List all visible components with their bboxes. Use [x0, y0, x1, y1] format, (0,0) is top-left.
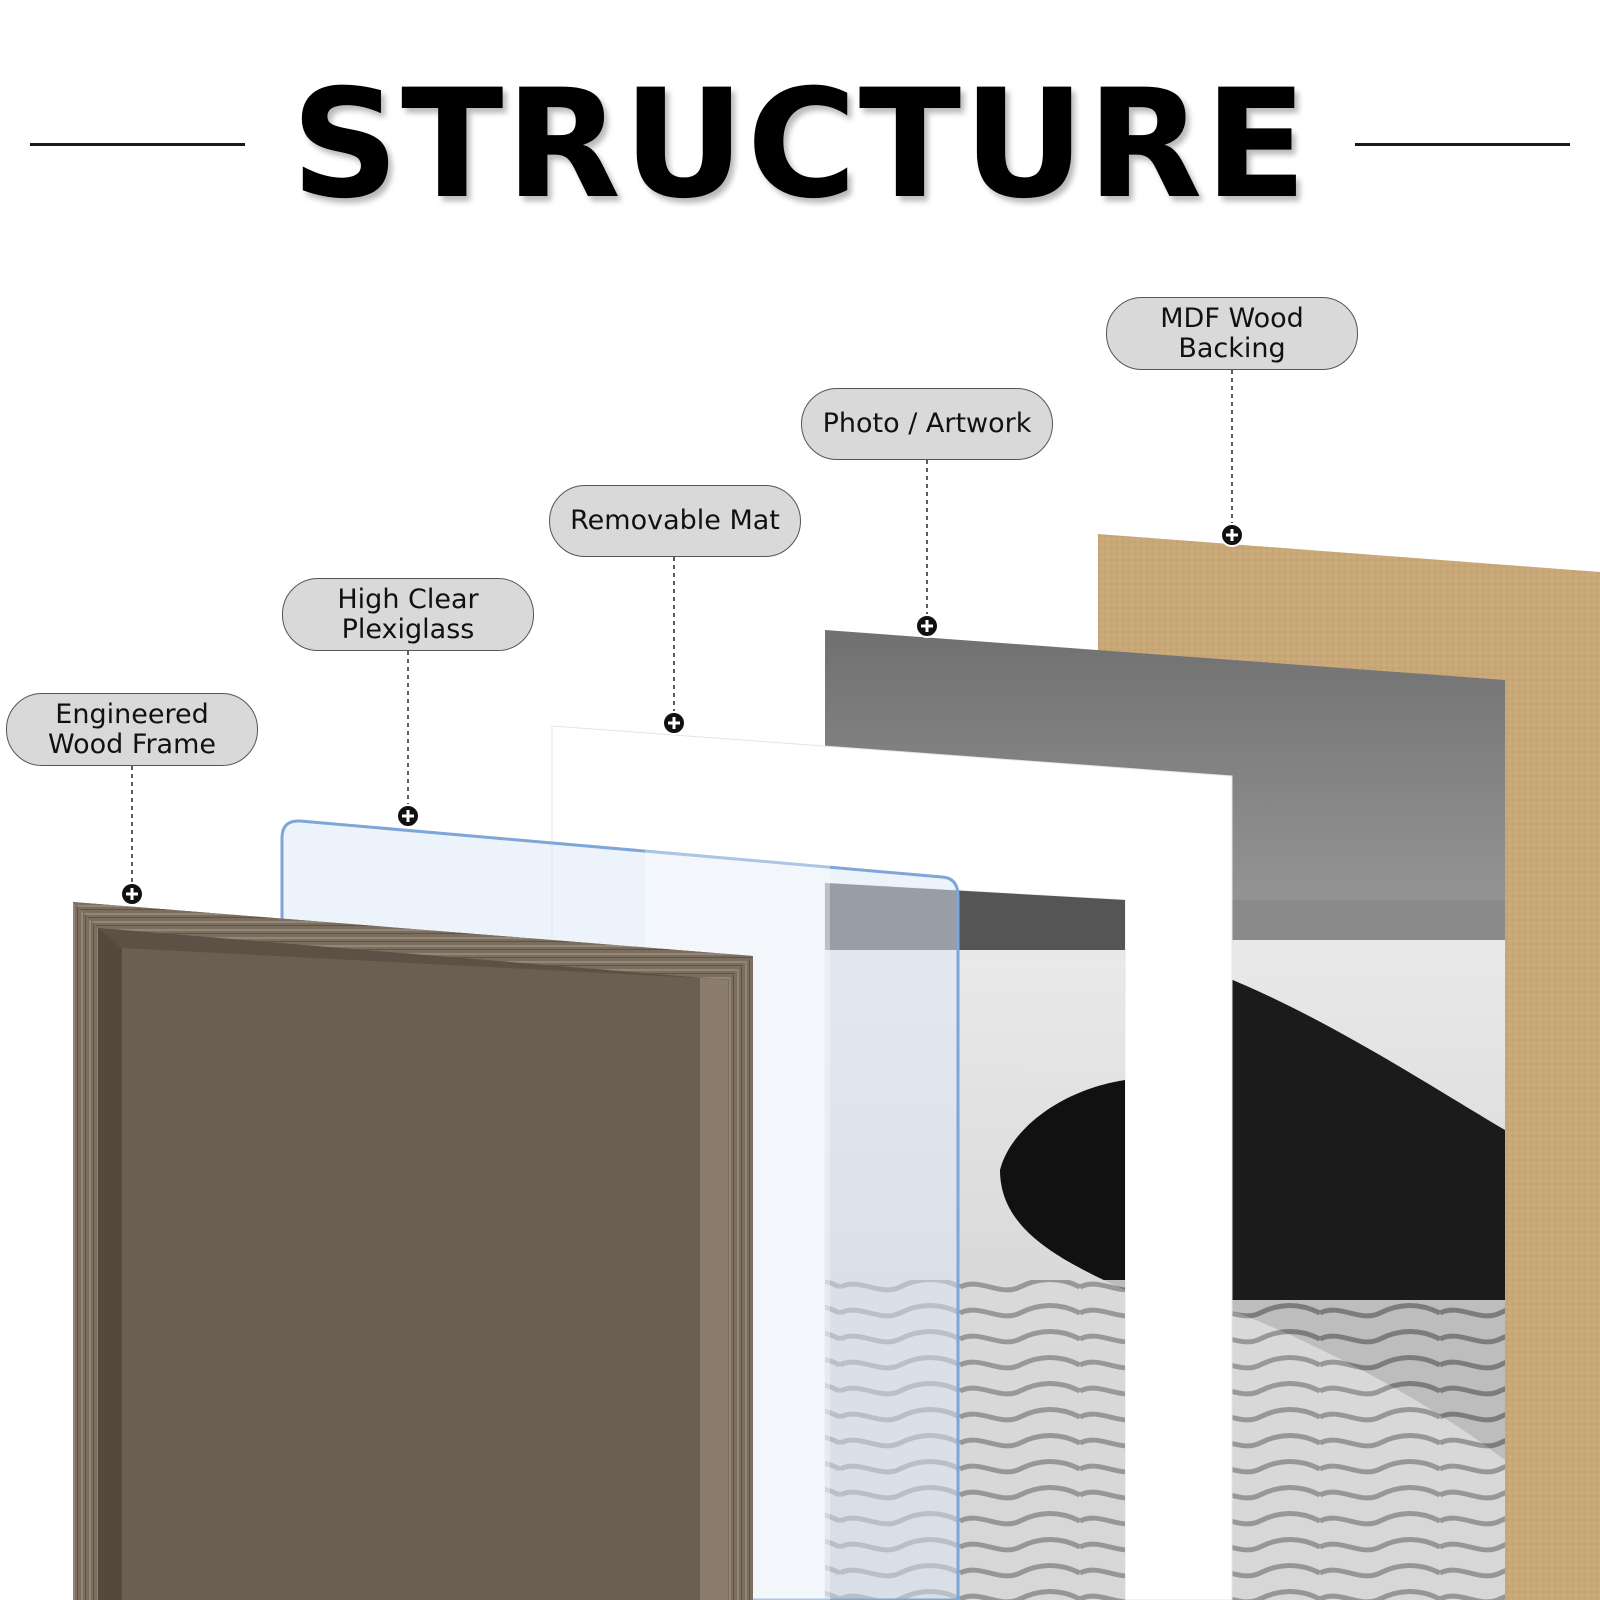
title-rule-right [1355, 143, 1570, 146]
title-rule-left [30, 143, 245, 146]
label-mdf-wood-backing: MDF Wood Backing [1106, 297, 1358, 370]
markers [120, 523, 1244, 906]
label-engineered-wood-frame: Engineered Wood Frame [6, 693, 258, 766]
plus-circle-icon [120, 882, 144, 906]
title: STRUCTURE [291, 58, 1309, 232]
plus-circle-icon [1220, 523, 1244, 547]
label-photo-artwork: Photo / Artwork [801, 388, 1053, 460]
label-high-clear-plexiglass: High Clear Plexiglass [282, 578, 534, 651]
wood-frame [73, 902, 753, 1600]
leader-lines [131, 370, 1233, 883]
plus-circle-icon [662, 711, 686, 735]
plus-circle-icon [396, 804, 420, 828]
plus-circle-icon [915, 614, 939, 638]
label-removable-mat: Removable Mat [549, 485, 801, 557]
